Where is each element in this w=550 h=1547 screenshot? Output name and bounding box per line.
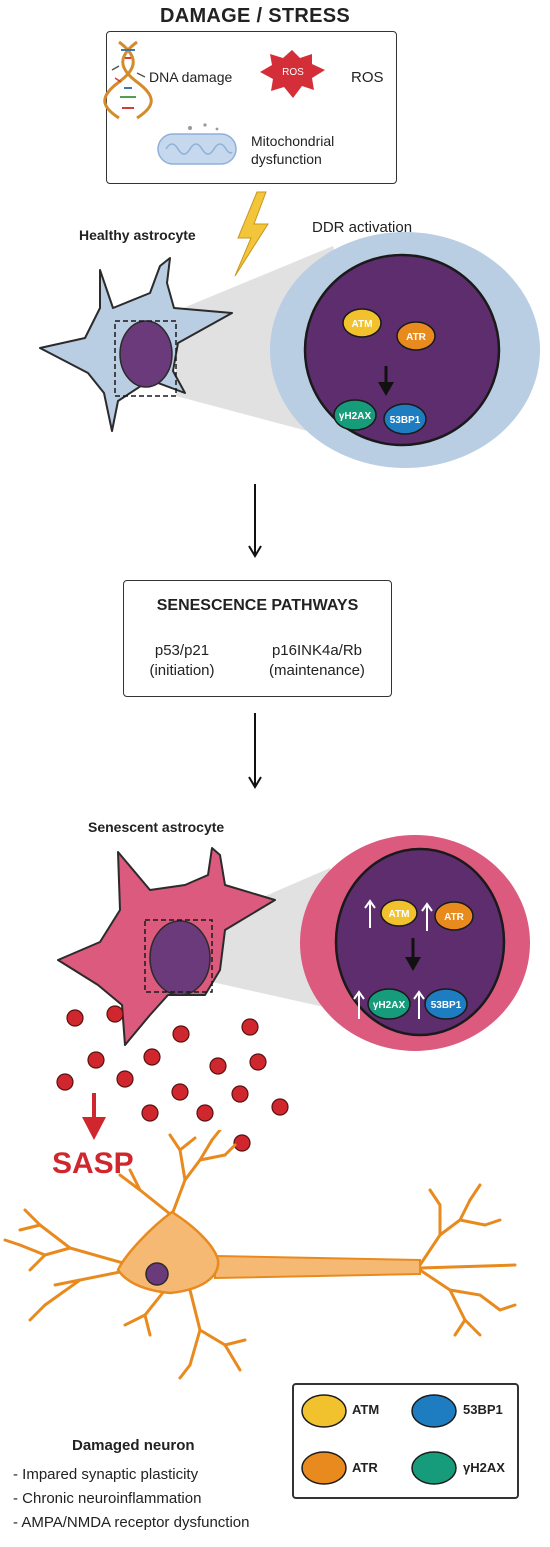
h2ax-oval xyxy=(333,399,377,431)
atm-text: ATM xyxy=(352,319,373,330)
damage-box xyxy=(106,31,397,184)
atm-oval xyxy=(342,308,382,338)
pathway-left-line1: p53/p21 xyxy=(154,642,210,659)
upregulation-arrows-icon xyxy=(353,899,433,1019)
legend-53bp1-label: 53BP1 xyxy=(463,1402,503,1417)
ddr-arrow-icon xyxy=(405,957,421,971)
ros-badge-text: ROS xyxy=(282,67,304,78)
legend-swatches xyxy=(301,1394,457,1485)
zoom-box xyxy=(114,320,177,397)
ros-label: ROS xyxy=(351,69,384,86)
healthy-astrocyte-diagram: ATM ATR γH2AX 53BP1 xyxy=(39,191,540,468)
atr-oval xyxy=(434,901,474,931)
sasp-dots xyxy=(56,1005,289,1152)
mitochondria-icon xyxy=(157,123,237,165)
senescent-astrocyte-diagram: ATM ATR γH2AX 53BP1 xyxy=(56,835,530,1152)
legend-atm-label: ATM xyxy=(352,1402,380,1417)
sasp-arrow-icon xyxy=(82,1117,106,1140)
legend-atr-swatch xyxy=(301,1451,347,1485)
senescent-nucleus xyxy=(334,847,506,1037)
legend-atm-swatch xyxy=(301,1394,347,1428)
neuron-effect-3: - AMPA/NMDA receptor dysfunction xyxy=(13,1514,250,1531)
legend-atr-label: ATR xyxy=(352,1460,378,1475)
neuron-nucleus xyxy=(145,1262,169,1286)
atr-oval xyxy=(396,321,436,351)
neuron-axon xyxy=(214,1254,421,1280)
damage-icons: ROS xyxy=(103,40,325,165)
mito-label-line1: Mitochondrial xyxy=(251,133,335,149)
healthy-astrocyte-label: Healthy astrocyte xyxy=(79,227,196,243)
neuron-soma xyxy=(116,1210,220,1295)
legend-53bp1-swatch xyxy=(411,1394,457,1428)
neuron-title: Damaged neuron xyxy=(72,1437,195,1454)
pathways-box xyxy=(123,580,392,697)
neuron-dendrites xyxy=(3,1130,517,1380)
figure-title: DAMAGE / STRESS xyxy=(159,5,351,27)
pathways-title: SENESCENCE PATHWAYS xyxy=(156,597,359,614)
neuron-effect-1: - Impared synaptic plasticity xyxy=(13,1466,199,1483)
bp1-oval xyxy=(424,988,468,1020)
neuron-diagram xyxy=(3,1130,517,1380)
neuron-effect-2: - Chronic neuroinflammation xyxy=(13,1490,202,1507)
dna-icon xyxy=(103,40,153,120)
bp1-oval xyxy=(383,403,427,435)
atm-oval xyxy=(380,899,418,927)
atm-text: ATM xyxy=(389,909,410,920)
legend-h2ax-label: γH2AX xyxy=(463,1460,505,1475)
ddr-activation-label: DDR activation xyxy=(312,219,413,236)
h2ax-text: γH2AX xyxy=(339,411,372,422)
ddr-arrow-icon xyxy=(378,382,394,396)
flow-arrow-2 xyxy=(248,713,262,789)
senescent-cell-nucleus xyxy=(149,920,211,996)
zoom-box xyxy=(144,919,213,993)
atr-text: ATR xyxy=(444,912,465,923)
lightning-bolt-icon xyxy=(234,191,269,277)
h2ax-text: γH2AX xyxy=(373,1000,406,1011)
flow-arrow-1 xyxy=(248,484,262,558)
ros-star-icon xyxy=(260,50,325,98)
pathway-right-line1: p16INK4a/Rb xyxy=(271,642,363,659)
atr-text: ATR xyxy=(406,332,427,343)
legend-h2ax-swatch xyxy=(411,1451,457,1485)
h2ax-oval xyxy=(367,988,411,1020)
pathway-right-line2: (maintenance) xyxy=(269,662,365,679)
senescent-astrocyte-label: Senescent astrocyte xyxy=(88,819,225,835)
healthy-cell-nucleus xyxy=(119,320,173,388)
mito-label-line2: dysfunction xyxy=(251,151,322,167)
ddr-nucleus xyxy=(303,253,501,447)
bp1-text: 53BP1 xyxy=(431,1000,462,1011)
pathway-left-line2: (initiation) xyxy=(149,662,215,679)
bp1-text: 53BP1 xyxy=(390,415,421,426)
dna-damage-label: DNA damage xyxy=(149,69,233,85)
